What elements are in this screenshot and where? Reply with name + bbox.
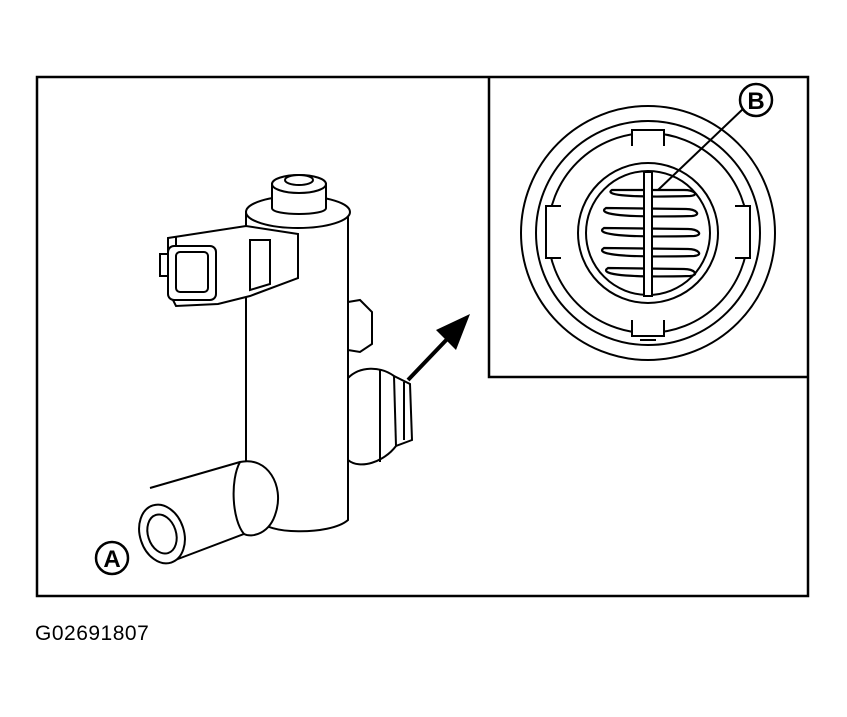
callout-a-label: A [103,546,120,573]
inset-panel [487,77,808,379]
diagram-frame [35,75,810,598]
valve-body [138,174,414,565]
pointer-arrow-icon [406,314,470,382]
callout-b: B [657,82,774,191]
port-detail-view [520,105,776,361]
figure-id: G02691807 [35,622,150,645]
spring-icon [601,188,701,278]
callout-b-label: B [747,88,764,115]
callout-a: A [94,540,130,576]
